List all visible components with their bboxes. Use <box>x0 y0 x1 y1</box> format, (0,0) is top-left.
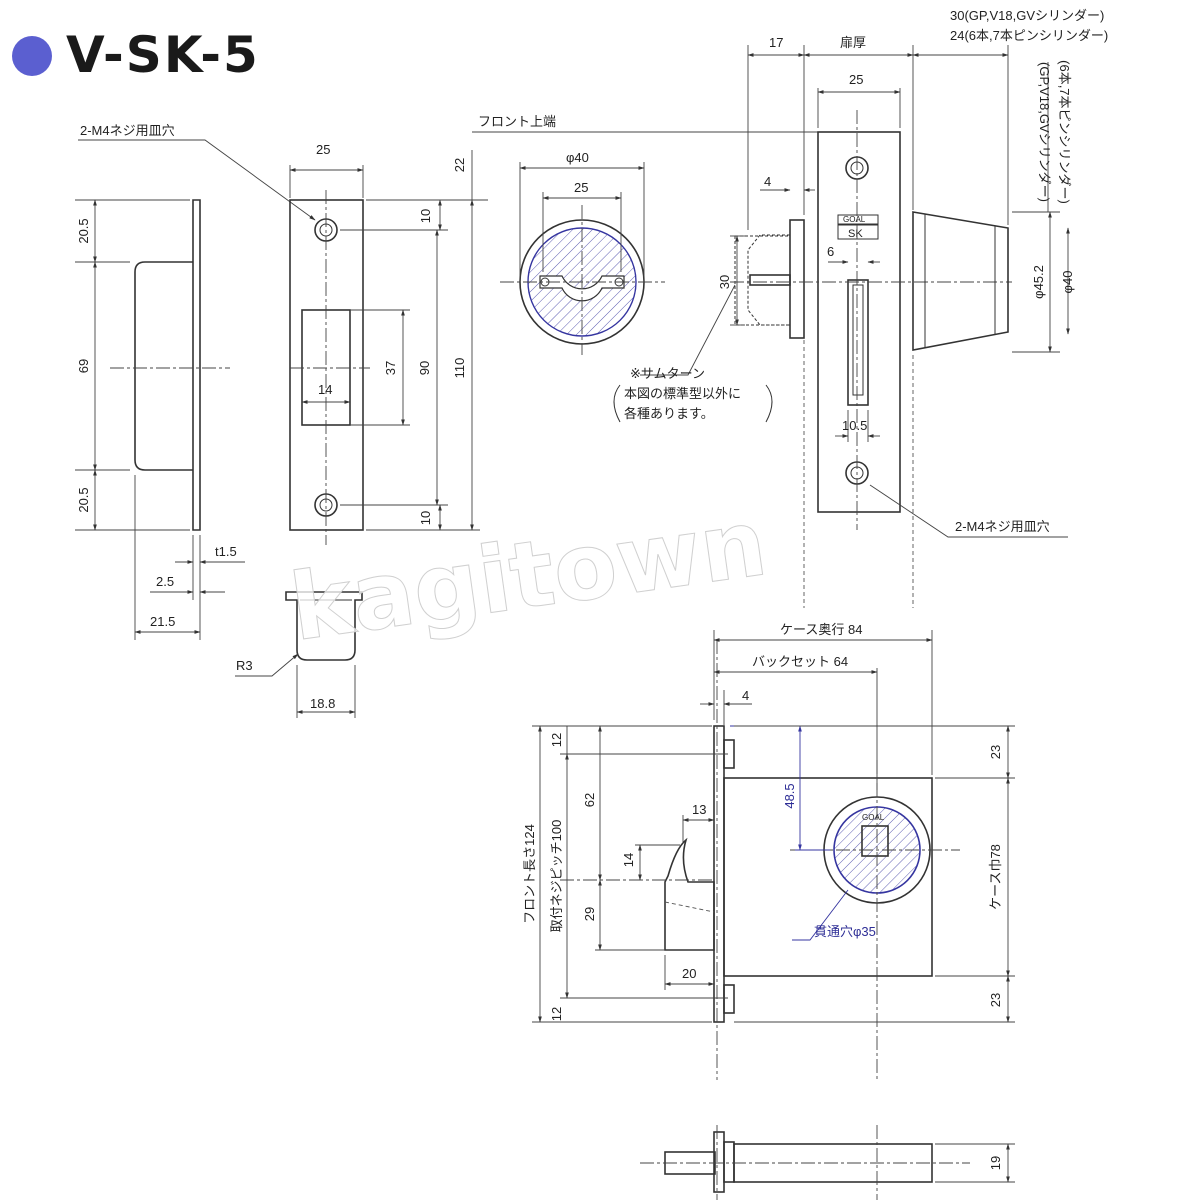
note-cyl-30: 30(GP,V18,GVシリンダー) <box>950 8 1104 23</box>
note-cyl-vertical-2: (6本,7本ピンシリンダー) <box>1057 60 1072 204</box>
dim-90: 90 <box>417 361 432 375</box>
model-title: V-SK-5 <box>66 26 260 84</box>
dim-23-top: 23 <box>988 745 1003 759</box>
label-front-length: フロント長さ124 <box>522 824 537 924</box>
watermark: kagitown <box>284 489 773 662</box>
dim-phi40-rosette: φ40 <box>566 150 589 165</box>
dim-20-5-top: 20.5 <box>76 218 91 243</box>
thumbturn-view: φ40 25 ※サムターン 本図の標準型以外に 各種あります。 <box>500 150 773 423</box>
dim-30: 30 <box>717 275 732 289</box>
dim-4-body: 4 <box>742 688 749 703</box>
dim-48-5: 48.5 <box>782 783 797 808</box>
dim-22: 22 <box>452 158 467 172</box>
dim-29: 29 <box>582 907 597 921</box>
dim-23-bottom: 23 <box>988 993 1003 1007</box>
note-cyl-24: 24(6本,7本ピンシリンダー) <box>950 28 1108 43</box>
dim-25-rosette: 25 <box>574 180 588 195</box>
dim-14-slot: 14 <box>318 382 332 397</box>
dim-19: 19 <box>988 1156 1003 1170</box>
label-case-width: ケース巾78 <box>988 844 1003 910</box>
dim-10-top: 10 <box>418 209 433 223</box>
dim-20: 20 <box>682 966 696 981</box>
title-bullet-icon <box>12 36 52 76</box>
dim-110: 110 <box>452 358 467 379</box>
dim-25-strike: 25 <box>316 142 330 157</box>
dim-t1-5: t1.5 <box>215 544 237 559</box>
dim-10-bottom: 10 <box>418 511 433 525</box>
label-through-hole: 貫通穴φ35 <box>814 924 876 939</box>
dim-62: 62 <box>582 793 597 807</box>
strike-front-view: 25 14 10 37 90 110 10 22 フロント上端 <box>289 114 818 545</box>
brand-sk-label: SK <box>848 228 863 240</box>
lock-body-view: GOAL ケース奥行 84 バックセット 64 4 フロント長さ124 取付ネジ… <box>522 622 1015 1080</box>
note-thumbturn-1: ※サムターン <box>630 366 705 381</box>
note-front-top: フロント上端 <box>478 114 556 129</box>
label-backset: バックセット 64 <box>752 654 848 669</box>
dim-r3: R3 <box>236 658 253 673</box>
dim-20-5-bottom: 20.5 <box>76 487 91 512</box>
note-cyl-vertical-1: (GP,V18,GVシリンダー) <box>1037 62 1052 202</box>
dim-14-latch: 14 <box>621 853 636 867</box>
lock-side-view: GOAL SK 17 扉厚 30(GP,V18,GVシリンダー) 24(6本,7… <box>717 8 1108 608</box>
dim-12-top: 12 <box>549 733 564 747</box>
dim-25-front: 25 <box>849 72 863 87</box>
dim-12-bottom: 12 <box>549 1007 564 1021</box>
brand-goal-label: GOAL <box>843 215 866 224</box>
dim-2-5: 2.5 <box>156 574 174 589</box>
strike-box-detail: 18.8 R3 <box>235 591 363 718</box>
note-thumbturn-3: 各種あります。 <box>624 406 714 421</box>
label-door-thickness: 扉厚 <box>840 35 866 50</box>
label-case-depth: ケース奥行 84 <box>780 622 862 637</box>
dim-17: 17 <box>769 35 783 50</box>
dim-13: 13 <box>692 802 706 817</box>
dim-18-8: 18.8 <box>310 696 335 711</box>
note-screw-hole-left: 2-M4ネジ用皿穴 <box>80 123 175 138</box>
brand-goal-body: GOAL <box>862 813 885 822</box>
dim-6: 6 <box>827 244 834 259</box>
dim-69: 69 <box>76 359 91 373</box>
note-thumbturn-2: 本図の標準型以外に <box>624 386 741 401</box>
dim-4-side: 4 <box>764 174 771 189</box>
strike-side-view: 20.5 69 20.5 t1.5 2.5 21.5 2-M4ネジ用皿穴 <box>75 123 316 640</box>
dim-10-5: 10.5 <box>842 418 867 433</box>
note-screw-hole-right: 2-M4ネジ用皿穴 <box>955 519 1050 534</box>
lock-bottom-view: 19 <box>640 1125 1015 1200</box>
dim-phi45-2: φ45.2 <box>1031 265 1046 299</box>
dim-21-5: 21.5 <box>150 614 175 629</box>
label-mount-pitch: 取付ネジピッチ100 <box>549 820 564 933</box>
dim-37: 37 <box>383 361 398 375</box>
dim-phi40-cylinder: φ40 <box>1060 271 1075 294</box>
